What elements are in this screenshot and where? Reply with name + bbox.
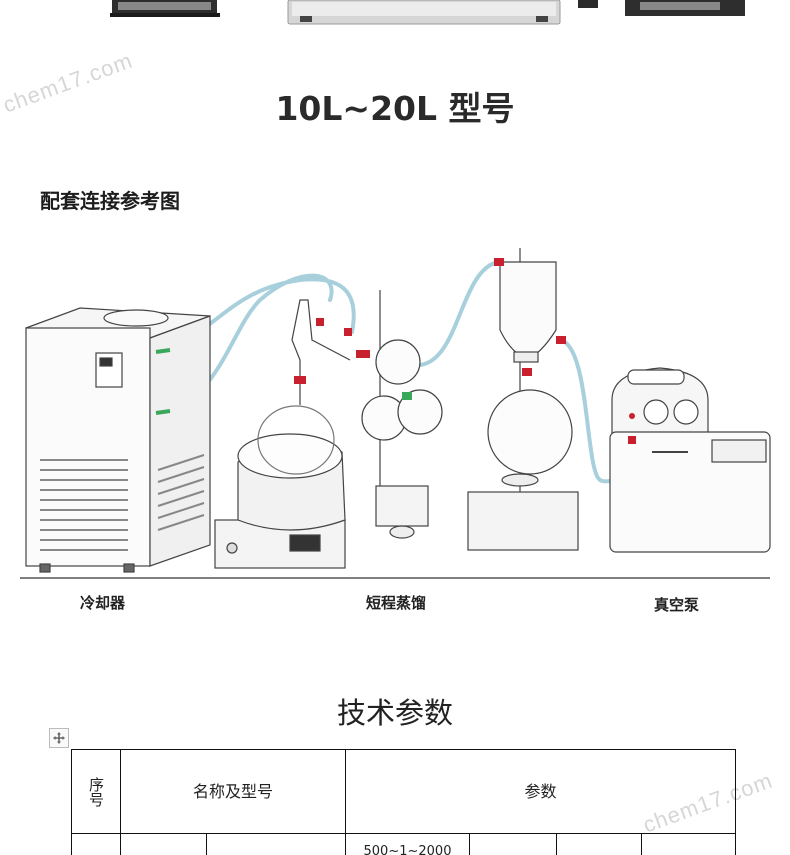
stand-photo-left xyxy=(110,0,220,17)
tech-section-title: 技术参数 xyxy=(336,696,453,730)
header-index: 序号 xyxy=(71,749,121,834)
chiller-label: 冷却器 xyxy=(80,594,126,612)
page-title: 10L~20L 型号 xyxy=(275,89,515,128)
header-params: 参数 xyxy=(345,749,736,834)
diagram-heading: 配套连接参考图 xyxy=(40,189,180,213)
move-handle-icon[interactable] xyxy=(49,728,69,748)
distillation-apparatus-icon xyxy=(214,290,443,569)
vacuum-pump-label: 真空泵 xyxy=(654,596,700,614)
table-cell xyxy=(206,833,346,855)
product-photo-strip xyxy=(110,0,745,25)
spec-table: 序号 名称及型号 参数 500~1~2000 xyxy=(71,749,736,855)
first-row-param-value: 500~1~2000 xyxy=(363,844,452,855)
table-cell xyxy=(641,833,736,855)
stand-photo-right xyxy=(578,0,745,16)
table-cell xyxy=(469,833,557,855)
table-cell: 500~1~2000 xyxy=(345,833,470,855)
connection-diagram xyxy=(20,248,771,579)
vacuum-pump-icon xyxy=(609,367,771,553)
header-index-text: 序号 xyxy=(87,776,105,807)
table-cell xyxy=(556,833,642,855)
move-arrows-icon xyxy=(53,732,65,744)
table-cell xyxy=(120,833,207,855)
distillation-label: 短程蒸馏 xyxy=(366,594,427,612)
cold-trap-icon xyxy=(467,248,579,551)
chiller-icon xyxy=(25,307,211,573)
header-name-model: 名称及型号 xyxy=(120,749,346,834)
table-cell xyxy=(71,833,121,855)
bath-photo-center xyxy=(287,0,561,25)
